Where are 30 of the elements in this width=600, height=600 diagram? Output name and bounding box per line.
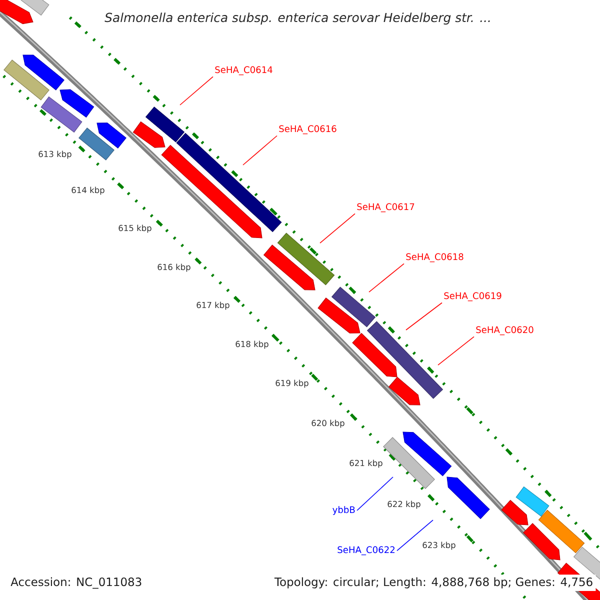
scale-label: 621 kbp	[350, 460, 382, 468]
scale-label: 620 kbp	[312, 420, 344, 428]
scale-label: 616 kbp	[158, 264, 190, 272]
scale-label: 613 kbp	[38, 150, 72, 159]
leader-line	[320, 213, 356, 244]
footer-text: Accession: NC_011083	[9, 576, 144, 590]
leader-line	[438, 336, 474, 366]
gene-label: SeHA_C0622	[338, 546, 394, 556]
leader-line	[356, 476, 394, 511]
scale-label: 622 kbp	[388, 500, 420, 509]
gene-label: ybbB	[332, 506, 355, 515]
title: Salmonella enterica subsp. enterica serovar Heidelberg str. ...	[104, 12, 490, 25]
scale-label: 619 kbp	[276, 380, 308, 388]
leader-line	[242, 135, 278, 166]
scale-label: 623 kbp	[422, 542, 456, 550]
gene-label: SeHA_C0614	[215, 66, 272, 76]
gene-label: SeHA_C0618	[406, 253, 464, 262]
scale-label: 617 kbp	[196, 302, 230, 310]
scale-label: 614 kbp	[72, 186, 104, 195]
gene-label: SeHA_C0617	[357, 203, 414, 212]
scale-label: 618 kbp	[236, 340, 268, 349]
leader-line	[180, 76, 214, 106]
footer-text: Topology: circular; Length: 4,888,768 bp; Genes: 4,756	[272, 574, 596, 592]
leader-line	[396, 520, 434, 552]
gene-label: SeHA_C0616	[279, 125, 336, 134]
leader-line	[406, 302, 442, 330]
gene-label: SeHA_C0619	[444, 292, 502, 302]
leader-line	[368, 263, 404, 292]
gene-label: SeHA_C0620	[476, 326, 534, 336]
scale-label: 615 kbp	[118, 224, 152, 233]
